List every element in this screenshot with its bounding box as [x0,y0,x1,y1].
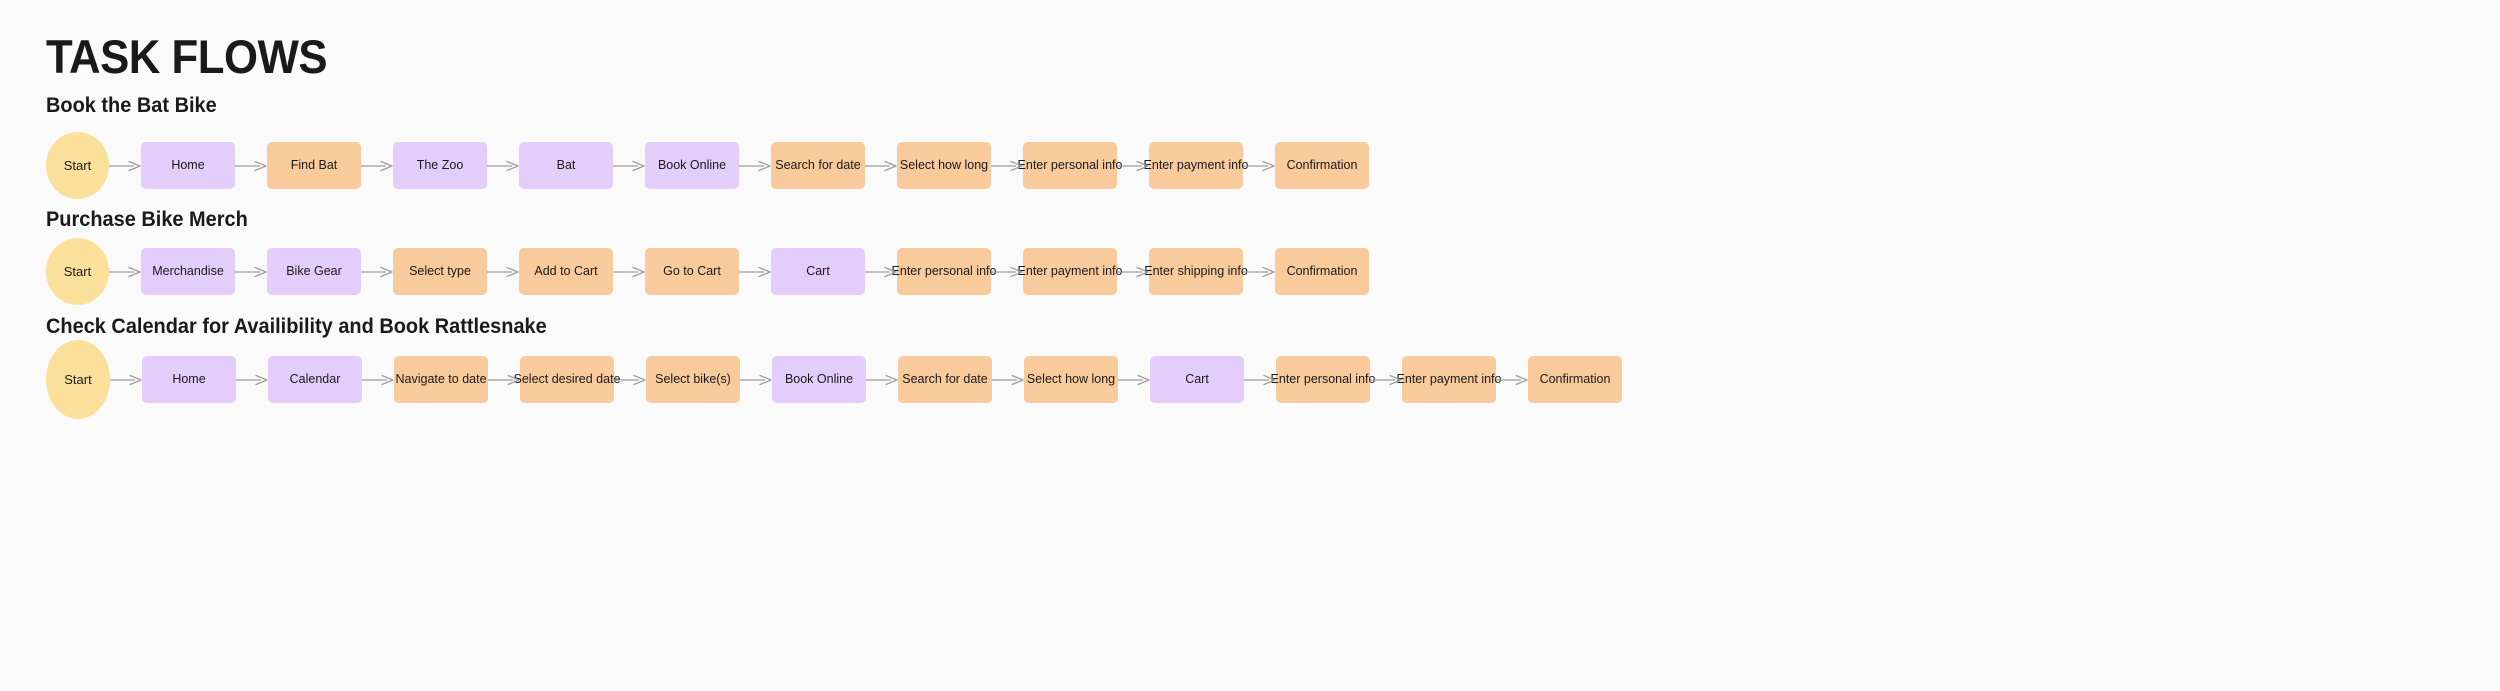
flow-node[interactable]: Book Online [772,356,866,403]
flow-node[interactable]: Enter payment info [1144,142,1248,189]
flow-arrow-icon [235,266,267,278]
flow-node[interactable]: Confirmation [1528,356,1622,403]
flow-arrow-icon [865,266,897,278]
flow-row: Start Merchandise Bike Gear Select type Add … [46,238,1369,305]
flow-arrow-icon [1117,266,1149,278]
flow-node[interactable]: Select bike(s) [646,356,740,403]
flow-node[interactable]: Enter shipping info [1144,248,1248,295]
flow-node[interactable]: Select desired date [514,356,621,403]
start-node[interactable]: Start [46,132,109,199]
flow-arrow-icon [488,374,520,386]
start-node[interactable]: Start [46,340,110,419]
flow-arrow-icon [1370,374,1402,386]
flow-node[interactable]: Enter personal info [1271,356,1375,403]
flow-arrow-icon [487,160,519,172]
start-node[interactable]: Start [46,238,109,305]
flow-node[interactable]: Bike Gear [267,248,361,295]
flow-heading: Check Calendar for Availibility and Book… [46,315,547,338]
flow-arrow-icon [614,374,646,386]
page-title: TASK FLOWS [46,30,328,83]
flow-arrow-icon [1117,160,1149,172]
flow-node[interactable]: Bat [519,142,613,189]
flow-arrow-icon [1244,374,1276,386]
flow-node[interactable]: Enter personal info [1018,142,1122,189]
flow-arrow-icon [362,374,394,386]
flow-arrow-icon [865,160,897,172]
flow-arrow-icon [739,266,771,278]
flow-arrow-icon [1243,160,1275,172]
flow-node[interactable]: Book Online [645,142,739,189]
flow-node[interactable]: Go to Cart [645,248,739,295]
flow-arrow-icon [992,374,1024,386]
flow-arrow-icon [109,266,141,278]
flow-node[interactable]: Confirmation [1275,248,1369,295]
flow-arrow-icon [739,160,771,172]
flow-arrow-icon [109,160,141,172]
flow-arrow-icon [361,160,393,172]
flow-arrow-icon [866,374,898,386]
flow-arrow-icon [361,266,393,278]
flow-node[interactable]: Home [142,356,236,403]
flow-node[interactable]: Navigate to date [394,356,488,403]
flow-node[interactable]: Search for date [771,142,865,189]
flow-node[interactable]: Select how long [1024,356,1118,403]
flow-heading: Purchase Bike Merch [46,208,248,231]
flow-node[interactable]: Confirmation [1275,142,1369,189]
flow-arrow-icon [1118,374,1150,386]
flow-node[interactable]: Enter personal info [892,248,996,295]
flow-arrow-icon [110,374,142,386]
flow-arrow-icon [235,160,267,172]
flow-node[interactable]: Calendar [268,356,362,403]
flow-node[interactable]: Find Bat [267,142,361,189]
flow-node[interactable]: Home [141,142,235,189]
flow-node[interactable]: Cart [1150,356,1244,403]
flow-node[interactable]: The Zoo [393,142,487,189]
flow-row: Start Home Find Bat The Zoo Bat Book Online Se… [46,132,1369,199]
flow-section: Check Calendar for Availibility and Book… [46,316,1622,419]
flow-arrow-icon [613,160,645,172]
flow-arrow-icon [991,266,1023,278]
flow-arrow-icon [1243,266,1275,278]
flow-arrow-icon [740,374,772,386]
flow-node[interactable]: Select how long [897,142,991,189]
flow-node[interactable]: Select type [393,248,487,295]
flow-node[interactable]: Add to Cart [519,248,613,295]
flow-arrow-icon [487,266,519,278]
flow-node[interactable]: Enter payment info [1018,248,1122,295]
flow-heading: Book the Bat Bike [46,94,217,117]
flow-node[interactable]: Merchandise [141,248,235,295]
flow-arrow-icon [613,266,645,278]
flow-node[interactable]: Search for date [898,356,992,403]
flow-row: Start Home Calendar Navigate to date Select … [46,340,1622,419]
flow-node[interactable]: Cart [771,248,865,295]
flow-arrow-icon [236,374,268,386]
flow-arrow-icon [991,160,1023,172]
flow-arrow-icon [1496,374,1528,386]
flow-node[interactable]: Enter payment info [1397,356,1501,403]
